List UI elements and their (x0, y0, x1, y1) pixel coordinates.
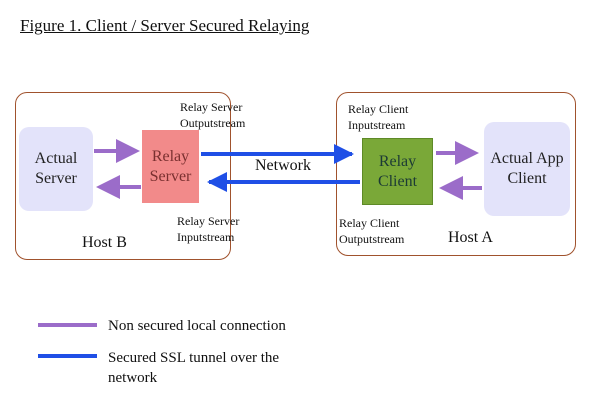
relay-client-outputstream-label: Relay Client Outputstream (339, 216, 404, 247)
actual-server-node: Actual Server (19, 127, 93, 211)
host-b-box (15, 92, 231, 260)
relay-server-inputstream-label: Relay Server Inputstream (177, 214, 239, 245)
relay-client-line1: Relay (378, 152, 417, 170)
host-b-label: Host B (82, 234, 127, 251)
network-label: Network (255, 157, 311, 174)
actual-client-line1: Actual App (490, 150, 564, 167)
relay-client-node: Relay Client (362, 138, 433, 205)
legend-item-ssl-line1: Secured SSL tunnel over the (108, 350, 280, 366)
relay-server-line1: Relay (151, 147, 190, 165)
legend-item-ssl-line2: network (108, 369, 158, 386)
relay-client-line2: Client (377, 172, 418, 190)
actual-app-client-node: Actual App Client (484, 122, 570, 216)
relay-client-inputstream-label: Relay Client Inputstream (348, 102, 408, 133)
relay-server-line2: Server (149, 167, 192, 185)
legend-item-ssl: Secured SSL tunnel over the network (108, 349, 279, 388)
relay-server-inputstream-line2: Inputstream (177, 229, 235, 244)
relay-server-outputstream-line1: Relay Server (180, 100, 243, 114)
host-a-box (336, 92, 576, 256)
actual-client-line2: Client (507, 170, 547, 187)
relay-client-outputstream-line1: Relay Client (339, 216, 400, 230)
actual-server-line2: Server (35, 170, 77, 187)
relay-server-inputstream-line1: Relay Server (177, 214, 240, 228)
relay-server-node: Relay Server (142, 130, 199, 203)
relay-client-outputstream-line2: Outputstream (339, 231, 405, 246)
relay-server-outputstream-label: Relay Server Outputstream (180, 100, 245, 131)
legend-item-local: Non secured local connection (108, 318, 286, 334)
relay-server-outputstream-line2: Outputstream (180, 115, 246, 130)
figure-title: Figure 1. Client / Server Secured Relayi… (20, 16, 310, 35)
actual-server-line1: Actual (34, 150, 78, 167)
relay-client-inputstream-line2: Inputstream (348, 117, 406, 132)
relay-client-inputstream-line1: Relay Client (348, 102, 409, 116)
host-a-label: Host A (448, 229, 493, 246)
